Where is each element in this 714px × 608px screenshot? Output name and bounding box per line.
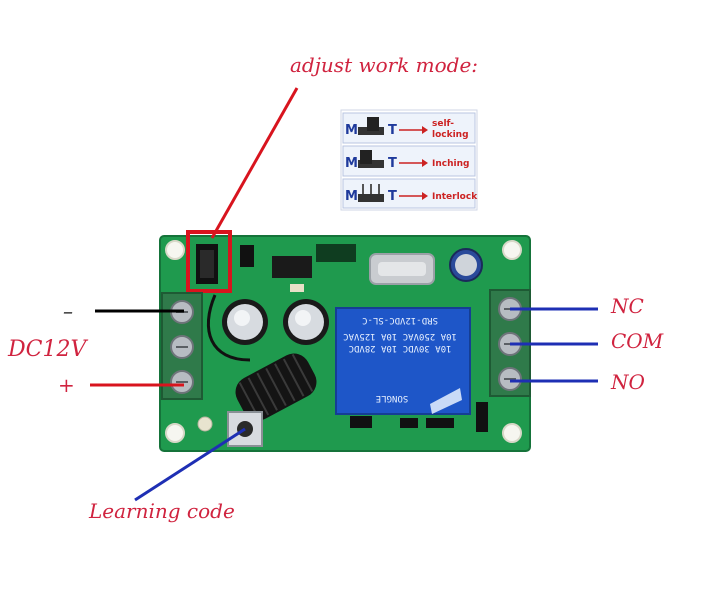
minus-label: – <box>63 299 73 323</box>
mounting-hole <box>165 240 185 260</box>
jumper-pointer-line <box>210 87 299 239</box>
relay-rating-2: 10A 30VDC 10A 28VDC <box>349 343 452 353</box>
mounting-hole <box>165 423 185 443</box>
mode-t-label: T <box>388 156 397 171</box>
mode-row-self-locking: M T self- locking <box>342 112 476 144</box>
relay-brand: SONGLE <box>376 393 409 403</box>
pcb-board: SRD-12VDC-SL-C 10A 250VAC 10A 125VAC 10A… <box>159 230 531 452</box>
mode-interlock-label: Interlock <box>432 192 478 202</box>
mode-row-inching: M T Inching <box>342 145 476 177</box>
mode-self-locking-line2: locking <box>432 130 469 140</box>
relay: SRD-12VDC-SL-C 10A 250VAC 10A 125VAC 10A… <box>335 307 471 415</box>
mounting-hole <box>502 423 522 443</box>
mode-m-label: M <box>345 156 358 171</box>
mode-m-label: M <box>345 123 358 138</box>
plus-label: + <box>58 373 75 397</box>
learning-pointer-line <box>134 427 246 502</box>
mode-inching-label: Inching <box>432 159 469 169</box>
com-label: COM <box>611 329 664 353</box>
adjust-work-mode-label: adjust work mode: <box>290 53 478 77</box>
relay-model: SRD-12VDC-SL-C <box>362 315 438 325</box>
power-terminal-block <box>161 292 203 400</box>
mode-row-interlock: M T Interlock <box>342 178 478 209</box>
dc-voltage-label: DC12V <box>7 337 88 362</box>
mode-t-label: T <box>388 189 397 204</box>
jumper-highlight-box <box>186 230 232 293</box>
relay-rating-1: 10A 250VAC 10A 125VAC <box>343 331 457 341</box>
mode-legend: M T self- locking M T Inching M T <box>340 109 478 211</box>
mode-self-locking-line1: self- <box>432 119 454 129</box>
mode-m-label: M <box>345 189 358 204</box>
nc-label: NC <box>610 294 644 318</box>
mounting-hole <box>502 240 522 260</box>
learning-code-label: Learning code <box>88 499 235 523</box>
mode-jumper[interactable] <box>186 230 232 293</box>
mode-t-label: T <box>388 123 397 138</box>
no-label: NO <box>610 370 645 394</box>
